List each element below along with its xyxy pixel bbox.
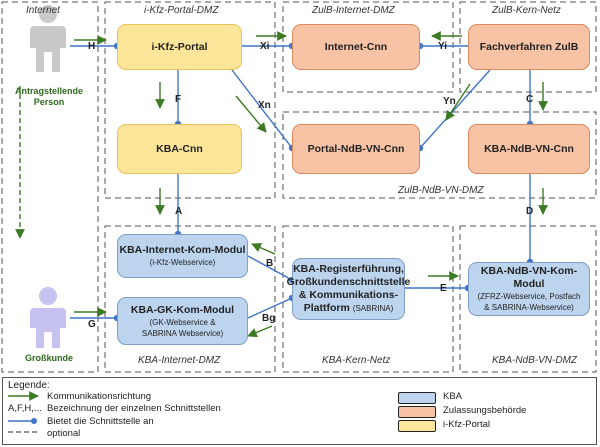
interface-f: F (175, 94, 182, 105)
fachverfahren-box: Fachverfahren ZulB (468, 24, 590, 70)
zone-zulb-internet-dmz (282, 1, 454, 93)
zone-ikfz-dmz (104, 1, 276, 199)
zone-zulb-ndb (282, 111, 597, 199)
legend-arrow-text: Kommunikationsrichtung (47, 391, 152, 402)
interface-bg: Bg (262, 313, 276, 324)
ikfz-portal-box: i-Kfz-Portal (117, 24, 242, 70)
kba-register-box: KBA-Registerführung, Großkundenschnittst… (287, 258, 410, 320)
interface-a: A (175, 206, 183, 217)
legend-dot-sample (8, 418, 37, 424)
kba-cnn-box: KBA-Cnn (117, 124, 242, 174)
kba-ndb-kom-box: KBA-NdB-VN-Kom-Modul (ZFRZ-Webservice, P… (468, 262, 590, 316)
zone-label-kba-kern: KBA-Kern-Netz (322, 355, 391, 366)
interface-b: B (266, 258, 274, 269)
zone-kba-ndb (459, 225, 597, 373)
legend-zulb-text: Zulassungsbehörde (443, 405, 527, 416)
zone-kba-kern (282, 225, 454, 373)
zone-zulb-kern (459, 1, 597, 93)
kba-ndb-cnn-box: KBA-NdB-VN-Cnn (468, 124, 590, 174)
zone-label-kba-internet-dmz: KBA-Internet-DMZ (138, 355, 221, 366)
legend-zulb-swatch (398, 406, 436, 418)
zone-label-zulb-internet-dmz: ZulB-Internet-DMZ (312, 5, 395, 16)
interface-xn: Xn (258, 100, 271, 111)
legend-portal-swatch (398, 420, 436, 432)
applicant-label: Antragstellende Person (14, 86, 83, 107)
kba-internet-kom-box: KBA-Internet-Kom-Modul (i-Kfz-Webservice… (117, 234, 248, 278)
zone-label-internet: Internet (26, 5, 60, 16)
legend: Legende: Kommunikationsrichtung A,F,H,..… (2, 377, 597, 445)
interface-g: G (88, 319, 96, 330)
customer-label: Großkunde (24, 353, 73, 363)
legend-kba-swatch (398, 392, 436, 404)
person-icon (30, 5, 66, 72)
zone-label-ikfz-dmz: i-Kfz-Portal-DMZ (144, 5, 219, 16)
legend-dashed-text: optional (47, 428, 81, 439)
interface-yi: Yi (438, 41, 448, 52)
zone-label-kba-ndb: KBA-NdB-VN-DMZ (492, 355, 578, 366)
interface-c: C (526, 94, 534, 105)
internet-cnn-box: Internet-Cnn (292, 24, 420, 70)
legend-letters-symbol: A,F,H,... (8, 403, 42, 414)
zone-kba-internet-dmz (104, 225, 276, 373)
interface-e: E (440, 283, 447, 294)
zone-internet (1, 1, 99, 373)
zone-label-zulb-kern: ZulB-Kern-Netz (492, 5, 561, 16)
legend-title: Legende: (8, 380, 50, 391)
kba-gk-kom-box: KBA-GK-Kom-Modul (GK-Webservice & SABRIN… (117, 297, 248, 345)
legend-portal-text: i-Kfz-Portal (443, 419, 490, 430)
interface-yn: Yn (443, 96, 456, 107)
portal-ndb-box: Portal-NdB-VN-Cnn (292, 124, 420, 174)
legend-kba-text: KBA (443, 391, 463, 402)
interface-h: H (88, 41, 96, 52)
zone-label-zulb-ndb: ZulB-NdB-VN-DMZ (398, 185, 484, 196)
legend-dot-text: Bietet die Schnittstelle an (47, 416, 154, 427)
legend-letters-text: Bezeichnung der einzelnen Schnittstellen (47, 403, 221, 414)
interface-xi: Xi (260, 41, 270, 52)
customer-person-icon (30, 287, 66, 348)
interface-d: D (526, 206, 534, 217)
